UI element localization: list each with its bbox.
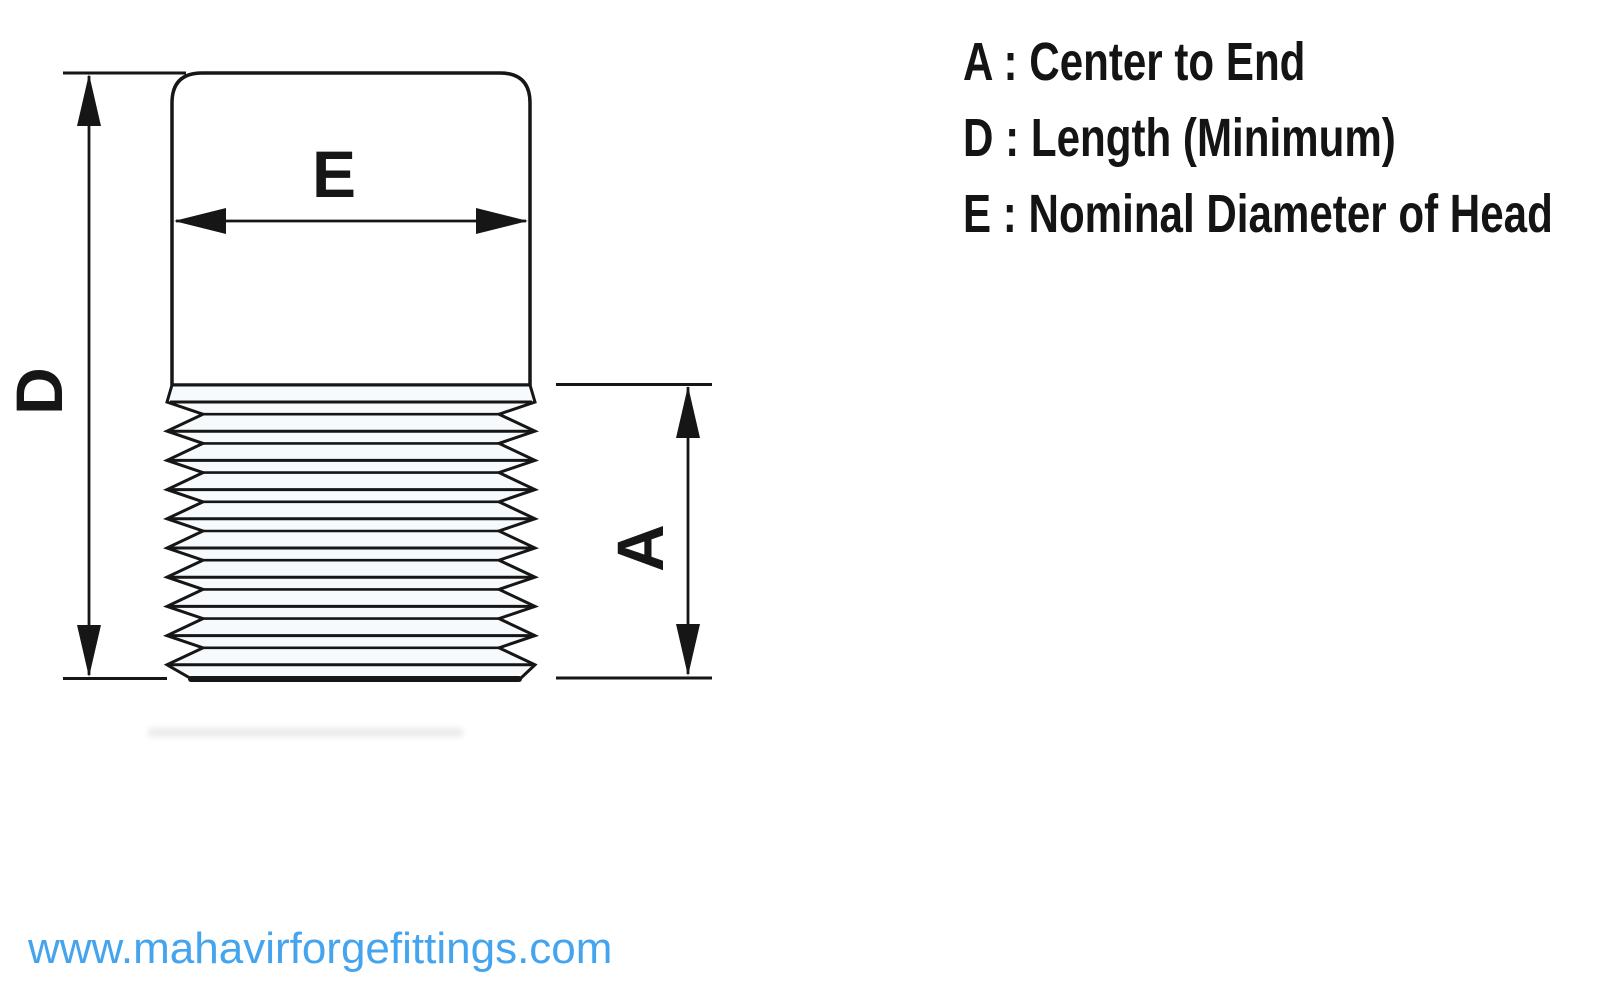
dimension-d-label: D (2, 367, 76, 415)
thread-root-lines (203, 412, 499, 650)
dimension-e: E (174, 137, 528, 234)
legend-item-e: E : Nominal Diameter of Head (963, 184, 1553, 244)
legend-item-a: A : Center to End (963, 32, 1306, 92)
dimension-a-label: A (603, 524, 677, 572)
legend-item-d: D : Length (Minimum) (963, 108, 1396, 168)
dimension-d: D (2, 71, 186, 680)
plug-diagram: D E A (2, 71, 712, 682)
website-url: www.mahavirforgefittings.com (28, 924, 613, 973)
faded-watermark (148, 728, 463, 737)
dimension-a: A (556, 383, 712, 680)
dimension-e-label: E (312, 137, 356, 211)
plug-head-outline (170, 71, 532, 387)
thread-crest-lines (170, 400, 532, 667)
dimension-legend: A : Center to End D : Length (Minimum) E… (963, 24, 1553, 252)
